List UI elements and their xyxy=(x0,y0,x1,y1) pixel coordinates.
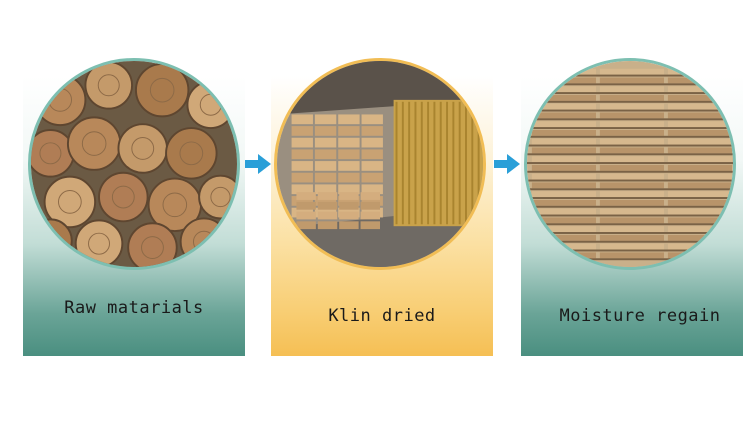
step-label-kiln-dried: Klin dried xyxy=(328,306,436,326)
step-label-raw-materials: Raw matarials xyxy=(64,298,204,318)
stacked-lumber-image xyxy=(524,58,736,270)
drying-kiln-image xyxy=(274,58,486,270)
arrow-right-icon xyxy=(245,154,271,174)
step-label-moisture-regain: Moisture regain xyxy=(559,306,721,326)
log-pile-image xyxy=(28,58,240,270)
arrow-right-icon xyxy=(494,154,520,174)
